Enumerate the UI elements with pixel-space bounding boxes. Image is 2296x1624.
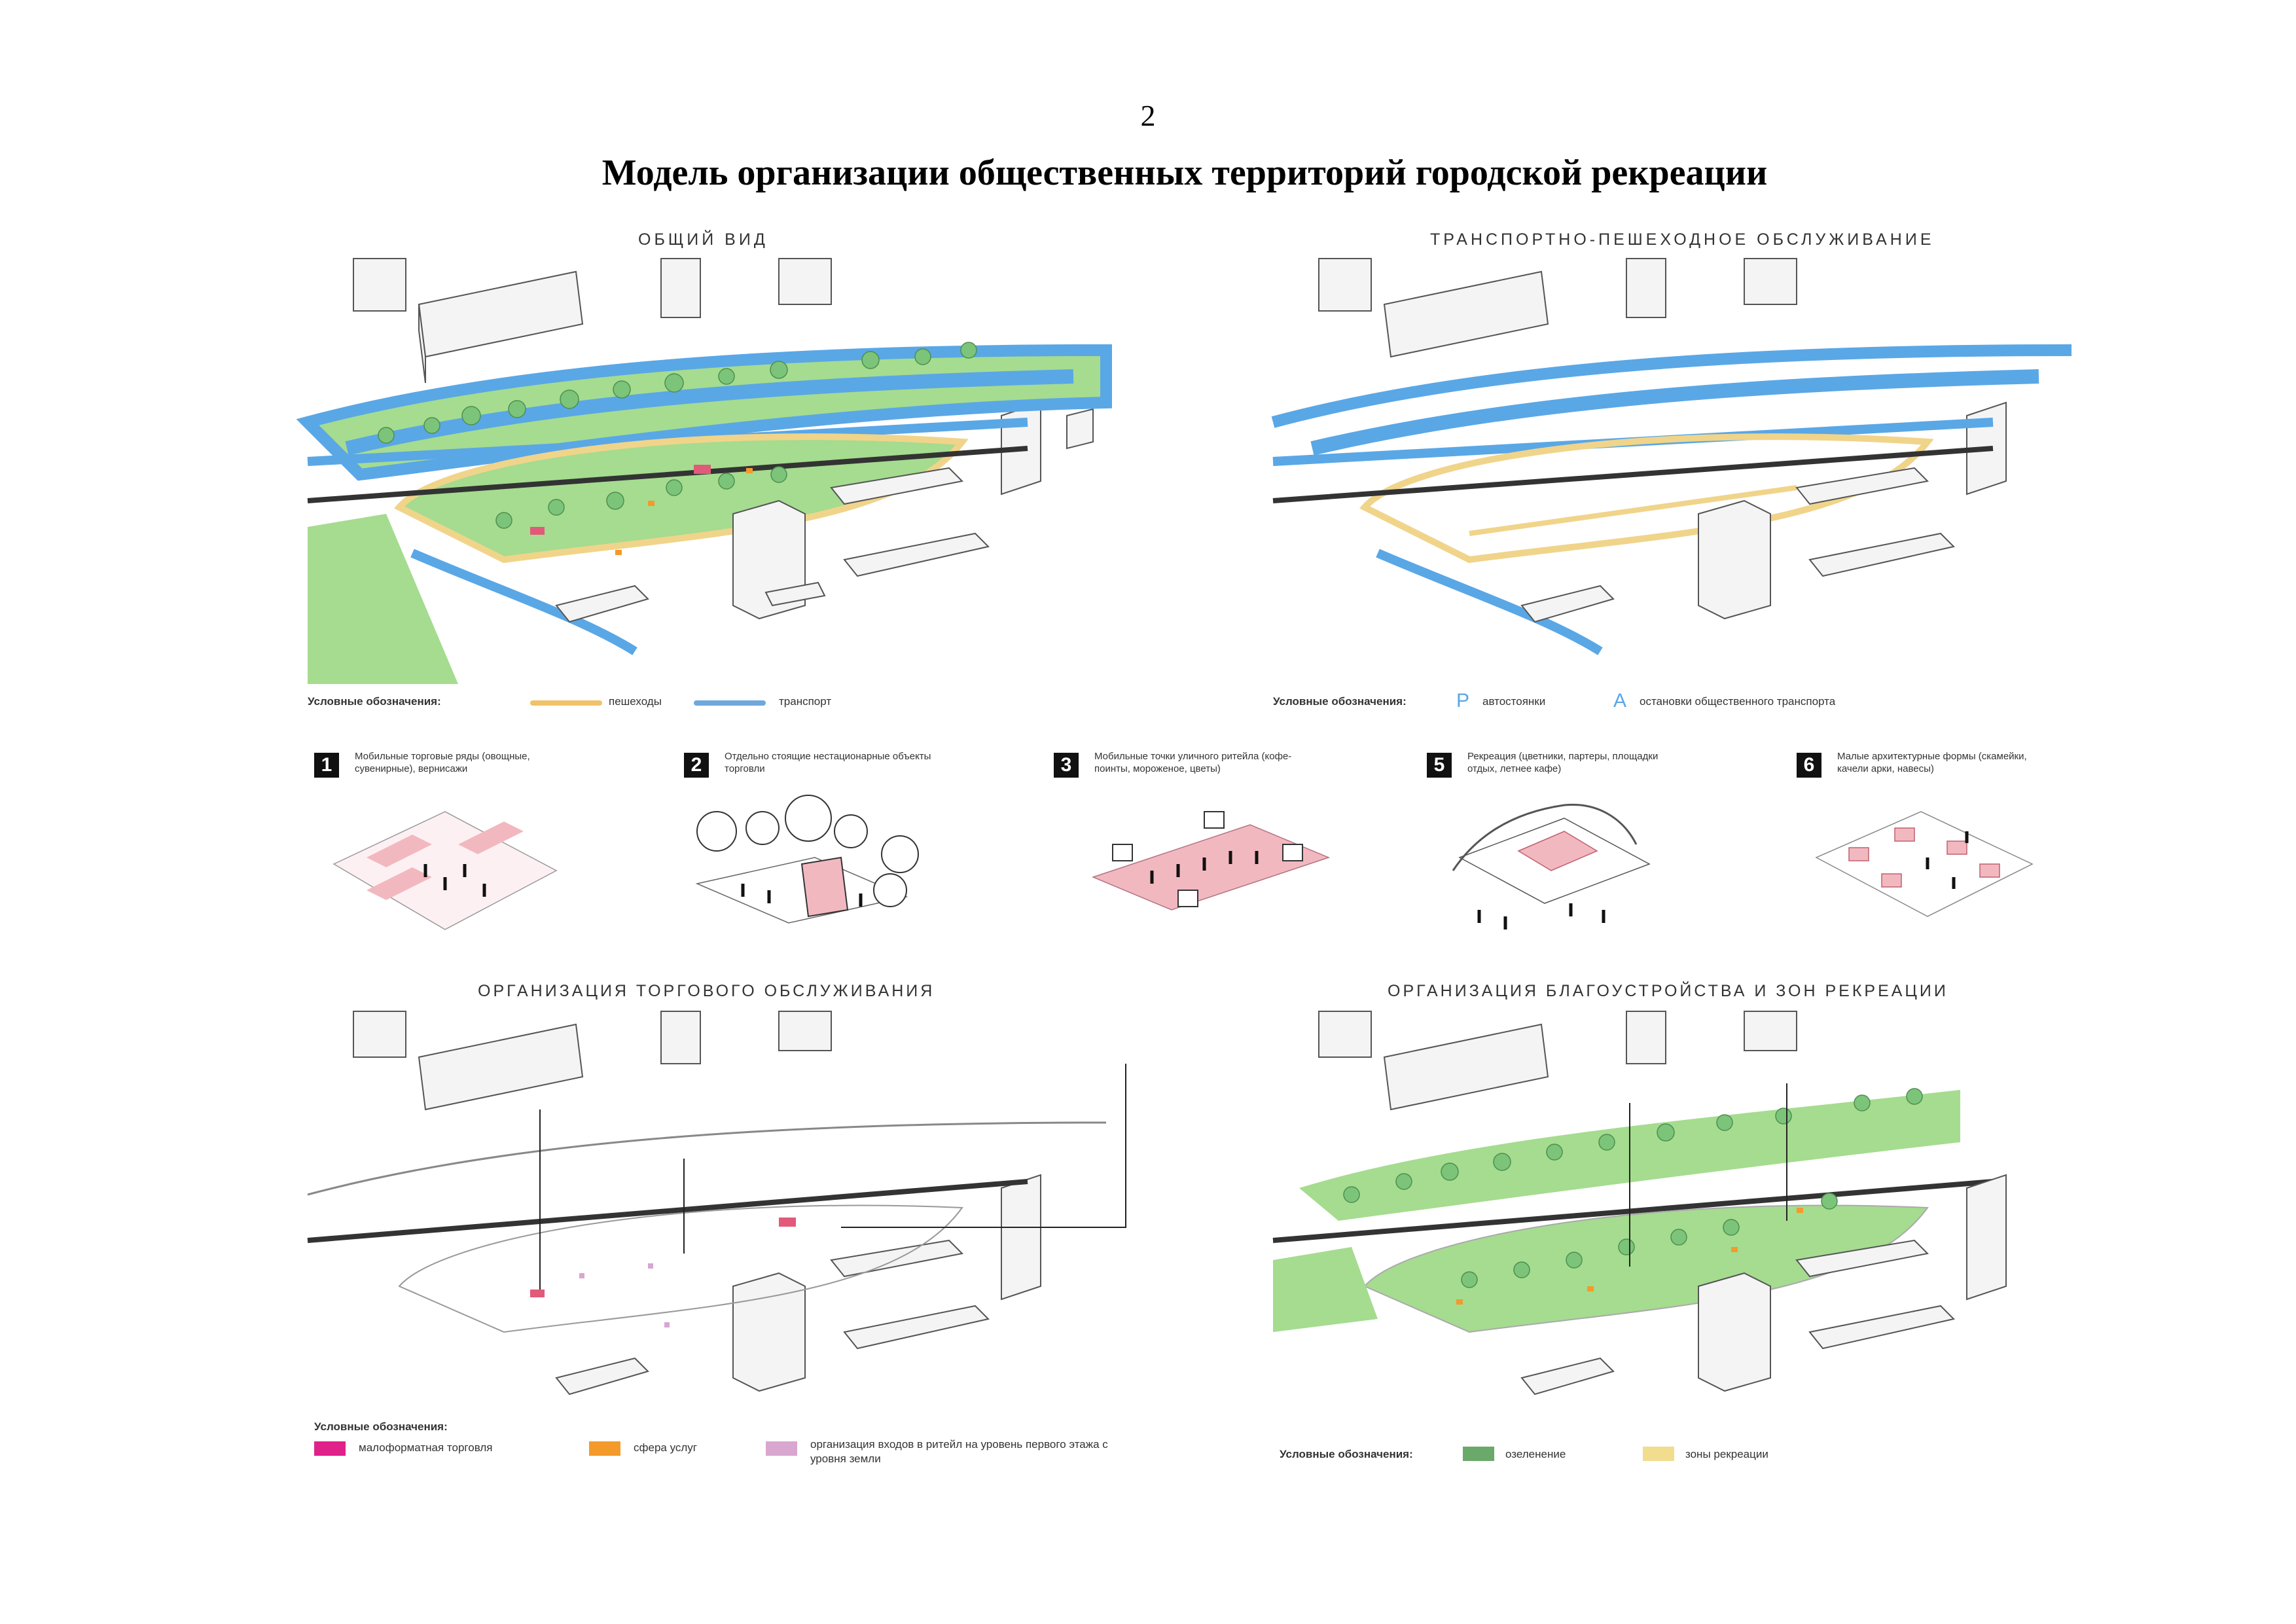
map-trade	[307, 1011, 1126, 1396]
pedestrian-line-swatch	[530, 700, 602, 706]
detail-number: 5	[1427, 753, 1452, 778]
map-transport	[1271, 258, 2072, 655]
detail-caption: Малые архитектурные формы (скамейки, кач…	[1837, 751, 2027, 774]
swatch-recreation-zones	[1643, 1447, 1674, 1461]
swatch-services	[589, 1441, 620, 1456]
panel-title-recreation: ОРГАНИЗАЦИЯ БЛАГОУСТРОЙСТВА И ЗОН РЕКРЕА…	[1388, 982, 1948, 1000]
detail-caption: Рекреация (цветники, партеры, площадки о…	[1467, 751, 1659, 774]
detail-number: 6	[1797, 753, 1821, 778]
swatch-greenery	[1463, 1447, 1494, 1461]
small-forms-illustration	[1815, 811, 2034, 917]
legend-label: Условные обозначения:	[1280, 1448, 1413, 1460]
document-title: Модель организации общественных территор…	[601, 153, 1768, 193]
legend-item-bus-stops: остановки общественного транспорта	[1640, 695, 1836, 708]
transport-line-swatch	[694, 700, 766, 706]
detail-caption: Отдельно стоящие нестационарные объекты …	[725, 751, 931, 774]
street-retail-illustration	[1091, 811, 1331, 911]
map-general	[296, 258, 1112, 684]
legend-item-parking: автостоянки	[1482, 695, 1546, 708]
map-recreation	[1272, 1011, 2007, 1396]
legend-item-pedestrians: пешеходы	[609, 695, 662, 708]
detail-number: 1	[314, 753, 339, 778]
bus-stop-symbol: A	[1613, 690, 1627, 712]
legend-item-greenery: озеленение	[1505, 1448, 1566, 1460]
swatch-small-retail	[314, 1441, 346, 1456]
kiosk-illustration	[695, 795, 919, 924]
legend-label: Условные обозначения:	[308, 695, 441, 708]
legend-item-services: сфера услуг	[634, 1441, 698, 1454]
detail-number: 3	[1054, 753, 1079, 778]
detail-caption: Мобильные торговые ряды (овощные, сувени…	[355, 751, 530, 774]
recreation-illustration	[1452, 803, 1651, 929]
legend-label: Условные обозначения:	[1273, 695, 1407, 708]
panel-title-transport: ТРАНСПОРТНО-ПЕШЕХОДНОЕ ОБСЛУЖИВАНИЕ	[1430, 230, 1935, 249]
legend-item-retail-entrances: организация входов в ритейл на уровень п…	[810, 1438, 1108, 1465]
legend-general: Условные обозначения: пешеходы транспорт	[308, 695, 1106, 715]
legend-label: Условные обозначения:	[314, 1420, 448, 1433]
panel-title-trade: ОРГАНИЗАЦИЯ ТОРГОВОГО ОБСЛУЖИВАНИЯ	[478, 982, 935, 1000]
legend-item-recreation-zones: зоны рекреации	[1685, 1448, 1768, 1460]
page-number: 2	[1140, 99, 1156, 132]
market-rows-illustration	[332, 811, 558, 930]
legend-trade: Условные обозначения: малоформатная торг…	[314, 1420, 1113, 1473]
detail-caption: Мобильные точки уличного ритейла (кофе-п…	[1094, 751, 1292, 774]
legend-item-small-retail: малоформатная торговля	[359, 1441, 493, 1454]
panel-title-general: ОБЩИЙ ВИД	[638, 230, 768, 249]
legend-item-transport: транспорт	[779, 695, 832, 708]
detail-number: 2	[684, 753, 709, 778]
swatch-retail-entrances	[766, 1441, 797, 1456]
parking-symbol: P	[1456, 690, 1470, 712]
legend-recreation: Условные обозначения: озеленение зоны ре…	[1280, 1447, 2078, 1468]
legend-transport: Условные обозначения: P автостоянки A ос…	[1273, 690, 2072, 715]
